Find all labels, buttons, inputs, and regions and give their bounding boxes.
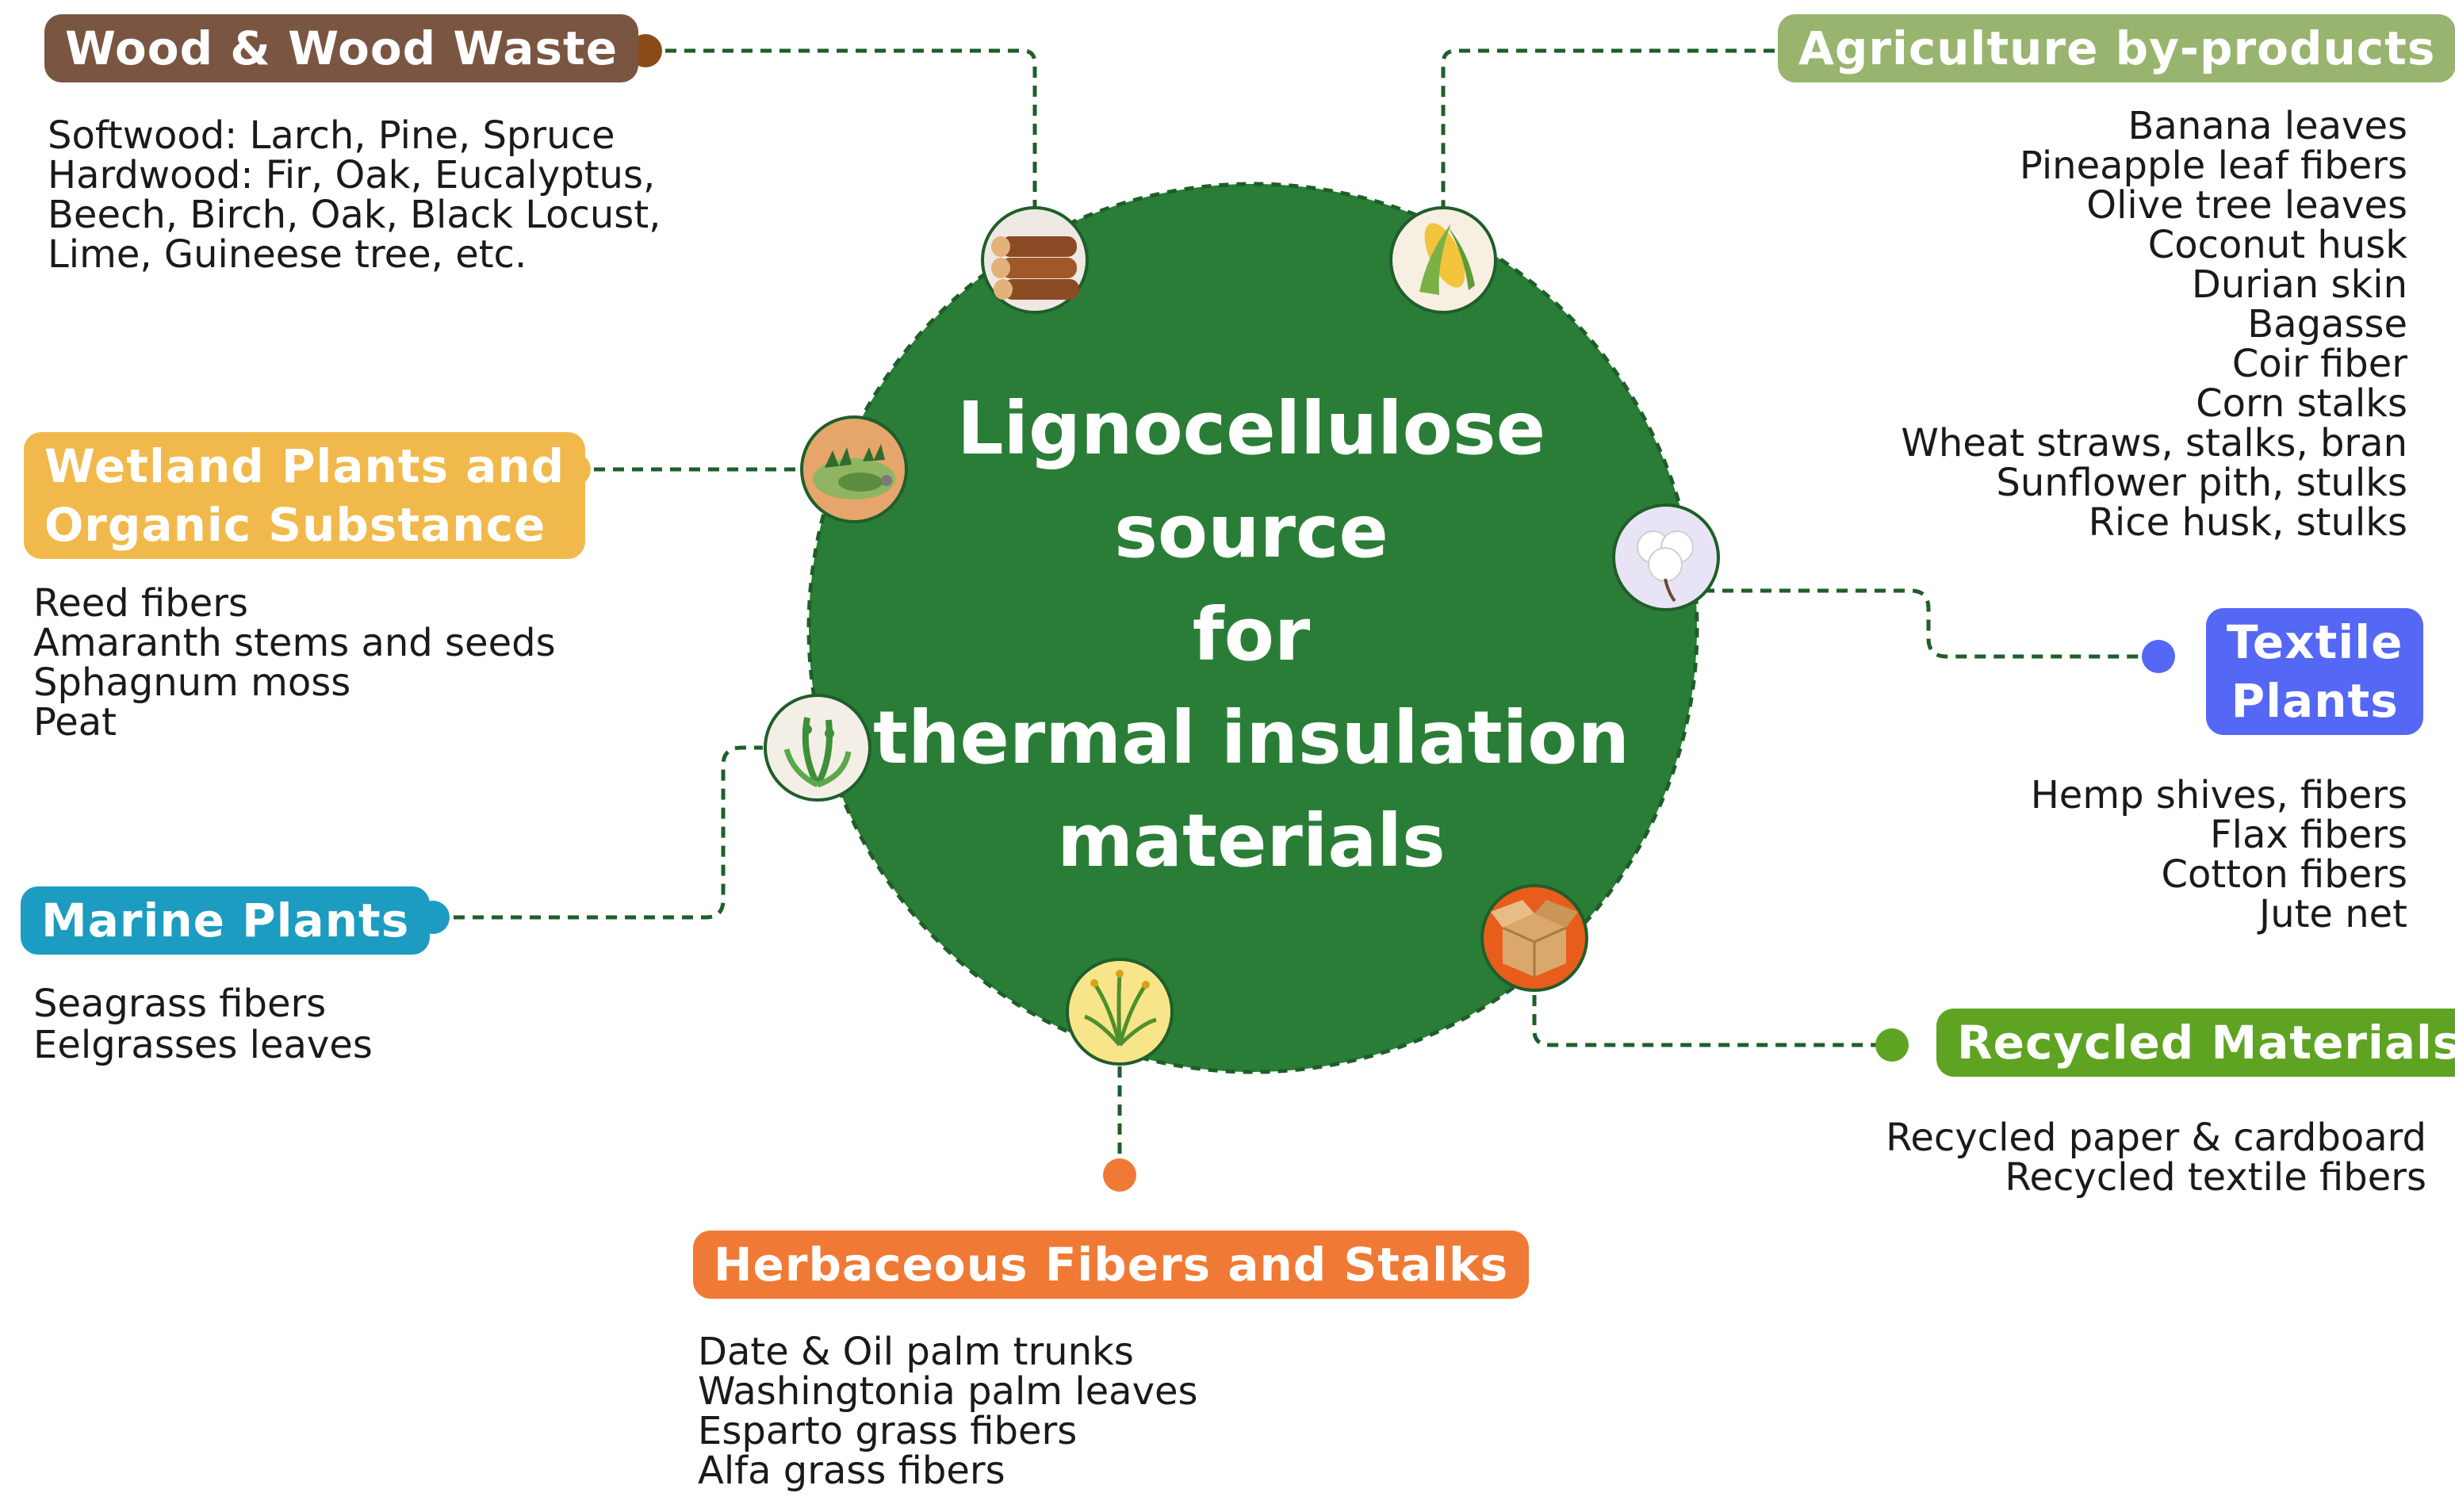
center-circle — [806, 182, 1699, 1074]
category-label-textile-line-2: Plants — [2231, 674, 2399, 728]
category-label-marine: Marine Plants — [21, 886, 431, 955]
category-label-wetland-line-2: Organic Substance — [44, 498, 546, 552]
list-item: Coconut husk — [2147, 223, 2407, 267]
category-label-recycled-text: Recycled Materials — [1957, 1016, 2455, 1070]
list-item: Beech, Birch, Oak, Black Locust, — [48, 193, 661, 237]
connector-marine — [435, 745, 763, 920]
category-label-recycled: Recycled Materials — [1936, 1009, 2455, 1077]
dot-recycled — [1875, 1028, 1909, 1062]
center-line-4: thermal insulation — [873, 695, 1630, 780]
logs-icon — [981, 206, 1089, 314]
item-list-herbaceous: Date & Oil palm trunks Washingtonia palm… — [698, 1332, 1198, 1491]
box-icon — [1480, 884, 1588, 992]
category-label-herbaceous-text: Herbaceous Fibers and Stalks — [714, 1238, 1509, 1292]
list-item: Recycled textile fibers — [2005, 1155, 2426, 1200]
list-item: Corn stalks — [2196, 381, 2407, 426]
list-item: Peat — [33, 700, 117, 745]
list-item: Hardwood: Fir, Oak, Eucalyptus, — [48, 153, 656, 197]
item-list-wetland: Reed fibers Amaranth stems and seeds Sph… — [33, 584, 556, 742]
list-item: Seagrass fibers — [33, 982, 327, 1026]
category-label-wetland-line-1: Wetland Plants and — [44, 439, 565, 493]
category-label-agriculture: Agriculture by-products — [1778, 14, 2455, 82]
connector-recycled — [1532, 995, 1891, 1047]
category-label-marine-text: Marine Plants — [41, 894, 410, 947]
seaweed-icon — [764, 694, 871, 802]
item-list-marine: Seagrass fibers Eelgrasses leaves — [33, 983, 373, 1066]
list-item: Hemp shives, fibers — [2030, 773, 2407, 817]
list-item: Jute net — [2259, 892, 2407, 936]
connector-lines — [435, 48, 2157, 1175]
list-item: Sunflower pith, stulks — [1996, 461, 2407, 505]
wetland-icon — [800, 415, 908, 523]
list-item: Washingtonia palm leaves — [698, 1369, 1198, 1414]
list-item: Flax fibers — [2210, 813, 2407, 857]
list-item: Lime, Guineese tree, etc. — [48, 232, 527, 277]
list-item: Pineapple leaf fibers — [2019, 144, 2407, 188]
category-label-agriculture-text: Agriculture by-products — [1798, 21, 2436, 75]
item-list-agriculture: Banana leaves Pineapple leaf fibers Oliv… — [1901, 106, 2407, 542]
grass-icon — [1066, 958, 1174, 1066]
list-item: Olive tree leaves — [2086, 183, 2407, 228]
connector-agriculture — [1441, 48, 1775, 208]
list-item: Cotton fibers — [2161, 852, 2407, 897]
list-item: Softwood: Larch, Pine, Spruce — [48, 113, 615, 158]
center-line-5: materials — [1057, 798, 1446, 883]
list-item: Date & Oil palm trunks — [698, 1330, 1134, 1374]
category-label-wetland: Wetland Plants and Organic Substance — [24, 432, 586, 559]
dot-textile — [2142, 640, 2175, 673]
list-item: Eelgrasses leaves — [33, 1023, 373, 1067]
center-line-1: Lignocellulose — [957, 386, 1545, 471]
item-list-textile: Hemp shives, fibers Flax fibers Cotton f… — [2031, 775, 2407, 934]
center-line-3: for — [1193, 592, 1311, 677]
category-label-herbaceous: Herbaceous Fibers and Stalks — [693, 1231, 1530, 1299]
list-item: Bagasse — [2247, 302, 2407, 346]
list-item: Esparto grass fibers — [698, 1409, 1078, 1453]
item-list-wood: Softwood: Larch, Pine, Spruce Hardwood: … — [48, 116, 661, 274]
category-label-textile: Textile Plants — [2206, 608, 2424, 735]
list-item: Sphagnum moss — [33, 660, 351, 705]
list-item: Reed fibers — [33, 581, 248, 626]
list-item: Durian skin — [2191, 262, 2407, 307]
corn-icon — [1389, 206, 1497, 314]
list-item: Alfa grass fibers — [698, 1449, 1005, 1493]
list-item: Rice husk, stulks — [2088, 500, 2407, 545]
list-item: Amaranth stems and seeds — [33, 621, 556, 665]
list-item: Recycled paper & cardboard — [1886, 1116, 2426, 1160]
item-list-recycled: Recycled paper & cardboard Recycled text… — [1886, 1118, 2426, 1197]
category-label-wood-text: Wood & Wood Waste — [65, 21, 619, 75]
category-label-wood: Wood & Wood Waste — [44, 14, 639, 82]
center-line-2: source — [1114, 489, 1388, 574]
list-item: Coir fiber — [2231, 342, 2407, 386]
connector-wood — [646, 48, 1037, 208]
cotton-icon — [1612, 503, 1720, 611]
category-label-textile-line-1: Textile — [2227, 615, 2403, 669]
dot-herbaceous — [1103, 1158, 1136, 1192]
connector-textile — [1703, 588, 2157, 659]
list-item: Banana leaves — [2128, 104, 2408, 148]
list-item: Wheat straws, stalks, bran — [1901, 421, 2407, 465]
